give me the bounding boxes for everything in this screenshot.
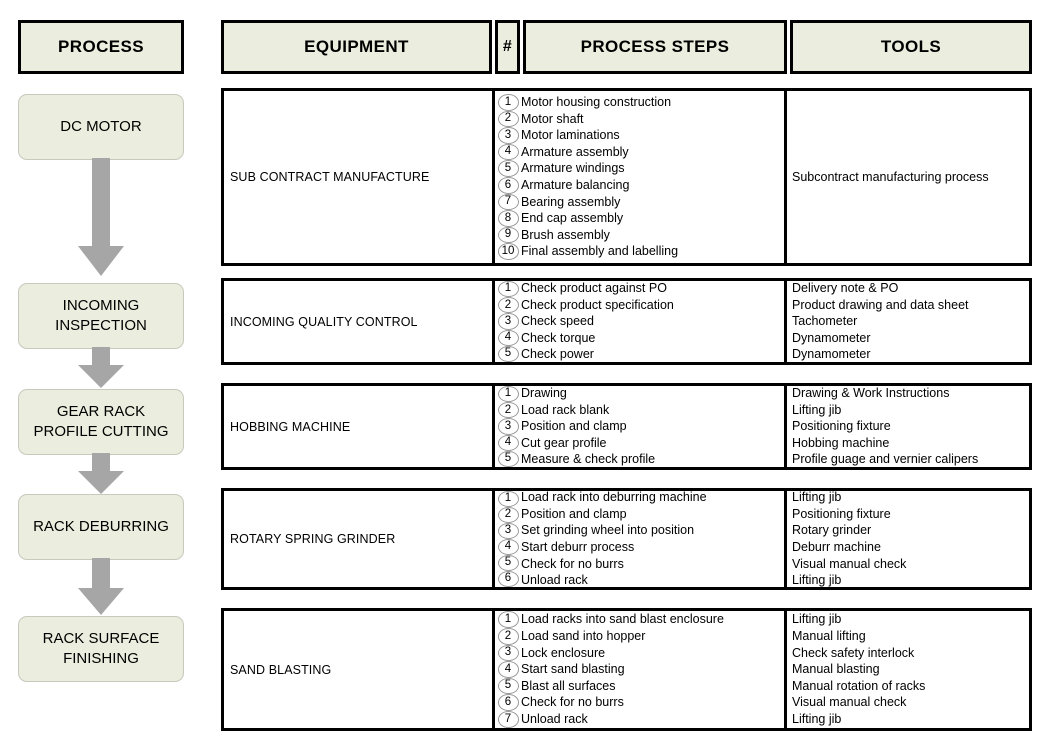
tool-text: Visual manual check xyxy=(792,556,907,571)
equipment-cell: SUB CONTRACT MANUFACTURE xyxy=(224,91,495,263)
process-step-text: Load sand into hopper xyxy=(521,629,646,644)
process-step-text: Drawing xyxy=(521,386,567,401)
down-block-arrow-icon xyxy=(78,558,124,616)
table-row[interactable]: SAND BLASTING Load racks into sand blast … xyxy=(221,608,1032,731)
process-step-text: Blast all surfaces xyxy=(521,678,616,693)
tools-cell: Subcontract manufacturing process xyxy=(787,91,1029,263)
process-step-text: Check power xyxy=(521,347,594,362)
tool-text: Hobbing machine xyxy=(792,435,890,450)
table-header-tools: TOOLS xyxy=(790,20,1032,74)
process-step-text: Check torque xyxy=(521,330,596,345)
table-header-process-steps: PROCESS STEPS xyxy=(523,20,787,74)
process-box-dc-motor[interactable]: DC MOTOR xyxy=(18,94,184,160)
process-step-text: Motor housing construction xyxy=(521,95,672,110)
tool-text: Lifting jib xyxy=(792,402,842,417)
table-header-equipment: EQUIPMENT xyxy=(221,20,492,74)
process-step-text: Unload rack xyxy=(521,573,588,588)
equipment-cell: ROTARY SPRING GRINDER xyxy=(224,491,495,587)
tool-text: Lifting jib xyxy=(792,711,842,726)
equipment-cell: SAND BLASTING xyxy=(224,611,495,728)
process-step-text: Check speed xyxy=(521,314,594,329)
equipment-label: SAND BLASTING xyxy=(230,662,332,677)
tool-text: Check safety interlock xyxy=(792,645,915,660)
down-block-arrow-icon xyxy=(78,347,124,389)
tool-text: Product drawing and data sheet xyxy=(792,297,969,312)
process-step-text: Start sand blasting xyxy=(521,662,625,677)
tool-text: Lifting jib xyxy=(792,612,842,627)
process-step-text: Load racks into sand blast enclosure xyxy=(521,612,724,627)
process-step-text: Brush assembly xyxy=(521,227,610,242)
table-header-number: # xyxy=(495,20,520,74)
tool-text: Drawing & Work Instructions xyxy=(792,386,950,401)
process-step-text: Load rack blank xyxy=(521,402,610,417)
tool-text: Lifting jib xyxy=(792,573,842,588)
tool-text: Visual manual check xyxy=(792,695,907,710)
tool-text: Dynamometer xyxy=(792,347,871,362)
down-block-arrow-icon xyxy=(78,453,124,495)
tool-text: Positioning fixture xyxy=(792,506,891,521)
process-step-text: Check product specification xyxy=(521,297,674,312)
process-step-text: Check for no burrs xyxy=(521,695,624,710)
process-step-text: End cap assembly xyxy=(521,211,624,226)
equipment-label: HOBBING MACHINE xyxy=(230,419,351,434)
table-row[interactable]: INCOMING QUALITY CONTROL Check product ag… xyxy=(221,278,1032,365)
tool-text: Rotary grinder xyxy=(792,523,872,538)
process-step-text: Check for no burrs xyxy=(521,556,624,571)
tool-text: Lifting jib xyxy=(792,490,842,505)
process-step-text: Cut gear profile xyxy=(521,435,607,450)
tool-text: Manual lifting xyxy=(792,629,866,644)
process-step-text: Motor shaft xyxy=(521,111,584,126)
process-step-text: Unload rack xyxy=(521,711,588,726)
table-row[interactable]: SUB CONTRACT MANUFACTURE Motor housing co… xyxy=(221,88,1032,266)
process-step-text: Armature windings xyxy=(521,161,625,176)
process-step-text: Motor laminations xyxy=(521,128,620,143)
tool-text: Profile guage and vernier calipers xyxy=(792,452,979,467)
process-step-text: Bearing assembly xyxy=(521,194,621,209)
tool-text: Delivery note & PO xyxy=(792,281,899,296)
tool-text: Dynamometer xyxy=(792,330,871,345)
process-step-text: Check product against PO xyxy=(521,281,667,296)
equipment-cell: INCOMING QUALITY CONTROL xyxy=(224,281,495,362)
tool-text: Manual blasting xyxy=(792,662,880,677)
process-step-text: Set grinding wheel into position xyxy=(521,523,695,538)
tool-text: Manual rotation of racks xyxy=(792,678,926,693)
process-step-text: Load rack into deburring machine xyxy=(521,490,707,505)
process-step-text: Lock enclosure xyxy=(521,645,606,660)
down-block-arrow-icon xyxy=(78,158,124,278)
tool-text: Positioning fixture xyxy=(792,419,891,434)
process-box-rack-deburring[interactable]: RACK DEBURRING xyxy=(18,494,184,560)
equipment-label: ROTARY SPRING GRINDER xyxy=(230,532,396,546)
process-step-text: Start deburr process xyxy=(521,540,635,554)
process-step-text: Position and clamp xyxy=(521,419,627,434)
equipment-label: INCOMING QUALITY CONTROL xyxy=(230,314,418,329)
tool-text: Deburr machine xyxy=(792,540,881,554)
tool-text: Tachometer xyxy=(792,314,858,329)
process-step-text: Armature assembly xyxy=(521,144,629,159)
table-row[interactable]: ROTARY SPRING GRINDER Load rack into debu… xyxy=(221,488,1032,590)
equipment-label: SUB CONTRACT MANUFACTURE xyxy=(230,170,430,184)
process-step-text: Armature balancing xyxy=(521,178,630,192)
process-step-text: Position and clamp xyxy=(521,506,627,521)
process-column-header: PROCESS xyxy=(18,20,184,74)
tool-text: Subcontract manufacturing process xyxy=(792,169,989,184)
process-step-text: Final assembly and labelling xyxy=(521,244,679,259)
process-step-text: Measure & check profile xyxy=(521,452,656,467)
equipment-cell: HOBBING MACHINE xyxy=(224,386,495,467)
